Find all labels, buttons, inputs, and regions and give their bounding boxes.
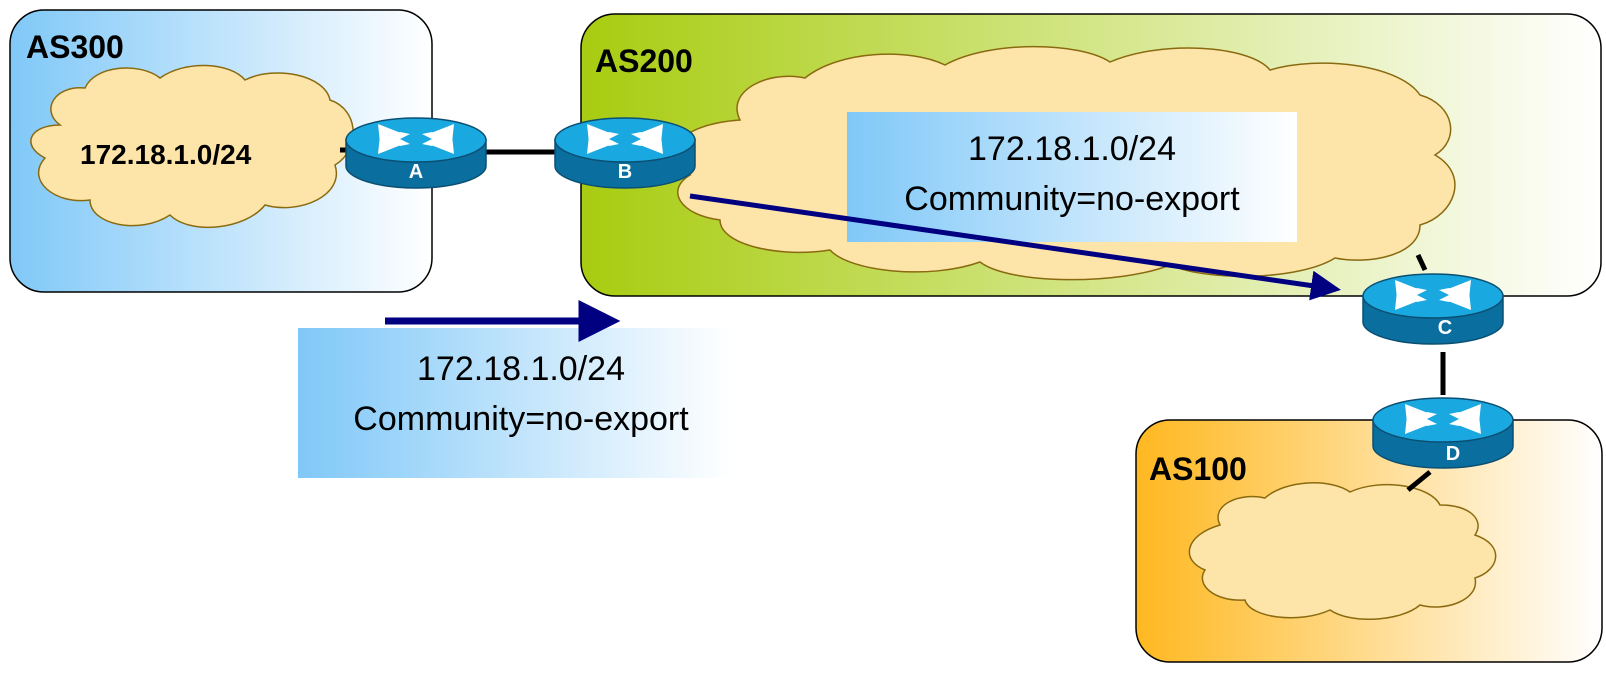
link-b-c: [1415, 253, 1428, 272]
router-d-label: D: [1446, 443, 1460, 465]
router-a-icon[interactable]: A: [345, 117, 487, 189]
router-d-icon[interactable]: D: [1372, 397, 1514, 469]
as300-label: AS300: [26, 29, 124, 65]
router-b-label: B: [618, 161, 632, 183]
router-a-label: A: [409, 161, 423, 183]
as200-announcement-prefix: 172.18.1.0/24: [968, 130, 1176, 168]
as200-label: AS200: [595, 43, 693, 79]
as300-announcement-community: Community=no-export: [353, 400, 689, 438]
as200-announcement-box: [847, 112, 1297, 242]
link-d-as100: [1406, 470, 1432, 492]
as300-announcement-box: [298, 328, 733, 478]
as100-cloud: [1188, 482, 1497, 621]
as300-network-label: 172.18.1.0/24: [80, 139, 252, 170]
router-c-label: C: [1438, 317, 1452, 339]
advertise-arrow-b-to-c: [689, 193, 1341, 301]
as200-announcement-community: Community=no-export: [904, 180, 1240, 218]
as300-announcement-prefix: 172.18.1.0/24: [417, 350, 625, 388]
router-b-icon[interactable]: B: [554, 117, 696, 189]
as300-cloud: [30, 64, 354, 228]
as100-label: AS100: [1149, 451, 1247, 487]
router-c-icon[interactable]: C: [1362, 273, 1504, 345]
